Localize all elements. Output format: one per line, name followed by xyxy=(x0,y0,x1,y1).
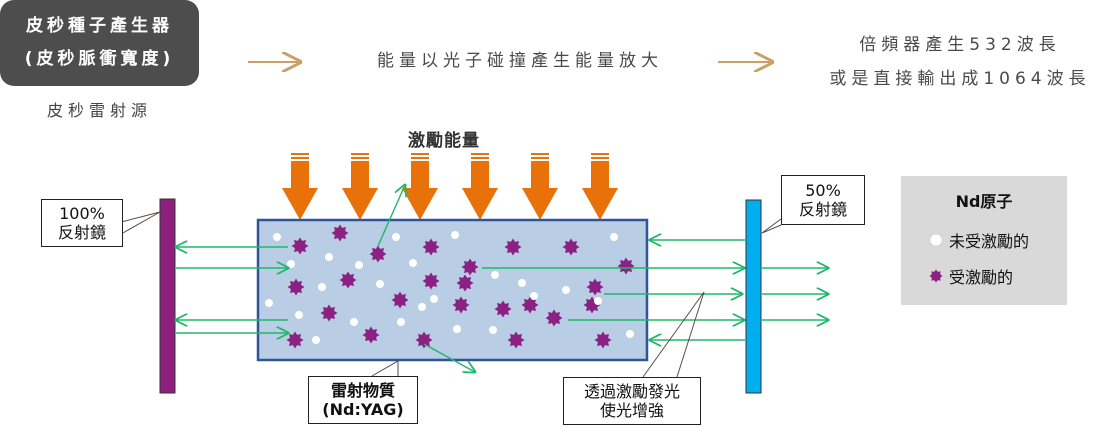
excited-atom xyxy=(562,238,580,256)
medium-name-label: 雷射物質 xyxy=(330,381,395,400)
callout-leader-note xyxy=(642,291,705,378)
ground-atom xyxy=(355,261,363,269)
ground-atom xyxy=(325,253,333,261)
legend-label-excited: 受激勵的 xyxy=(949,268,1014,287)
ground-atom xyxy=(397,318,405,326)
legend-label-ground: 未受激勵的 xyxy=(949,232,1030,251)
amplify-line2: 使光增強 xyxy=(599,401,664,420)
pump-arrows xyxy=(282,153,618,220)
excited-atom xyxy=(286,331,304,349)
excited-atom xyxy=(504,238,522,256)
ground-atom xyxy=(489,326,497,334)
medium-callout: 雷射物質 (Nd:YAG) xyxy=(308,376,418,424)
excited-atom xyxy=(339,271,357,289)
ground-atom xyxy=(562,286,570,294)
mirror-50-name-label: 反射鏡 xyxy=(798,200,847,219)
photon-arrow xyxy=(423,343,475,372)
ground-atom xyxy=(430,295,438,303)
ground-atom xyxy=(626,330,634,338)
output-step-line2: 或是直接輸出成1064波長 xyxy=(829,69,1091,89)
seed-generator-box: 皮秒種子產生器 (皮秒脈衝寬度) xyxy=(0,0,199,86)
mirror-50-callout: 50% 反射鏡 xyxy=(781,175,865,225)
excited-atom xyxy=(461,258,479,276)
excited-atom xyxy=(422,238,440,256)
ground-atom xyxy=(594,297,602,305)
seed-generator-subtitle: (皮秒脈衝寬度) xyxy=(24,49,175,69)
excited-atom xyxy=(369,245,387,263)
white-dot-icon xyxy=(930,234,942,246)
purple-star-icon xyxy=(929,269,943,283)
excited-atom xyxy=(331,224,349,242)
ground-atom xyxy=(409,259,417,267)
excited-atom xyxy=(320,304,338,322)
mirror-100-callout: 100% 反射鏡 xyxy=(41,199,123,247)
excited-atom xyxy=(391,291,409,309)
output-step: 倍頻器產生532波長 或是直接輸出成1064波長 xyxy=(810,28,1104,96)
mirror-100-name-label: 反射鏡 xyxy=(57,223,106,242)
ground-atom xyxy=(265,299,273,307)
medium-material-label: (Nd:YAG) xyxy=(322,400,404,419)
legend: Nd原子 未受激勵的 受激勵的 xyxy=(901,176,1067,305)
photon-arrow xyxy=(377,185,405,247)
excited-atom xyxy=(586,278,604,296)
callout-leader-50 xyxy=(761,218,782,234)
excited-atom xyxy=(291,237,309,255)
amplification-step: 能量以光子碰撞產生能量放大 xyxy=(377,51,663,71)
excited-atom xyxy=(456,274,474,292)
ground-atom xyxy=(610,233,618,241)
excited-atom xyxy=(452,296,470,314)
excited-atom xyxy=(362,326,380,344)
ground-atom xyxy=(453,325,461,333)
photon-arrows xyxy=(176,185,828,372)
ground-atom xyxy=(392,233,400,241)
excited-atom xyxy=(545,309,563,327)
legend-item-excited: 受激勵的 xyxy=(929,264,1013,288)
pump-arrow xyxy=(462,153,498,220)
excited-atom xyxy=(287,278,305,296)
mirror-50-percent xyxy=(745,199,762,394)
excited-atom xyxy=(617,257,635,275)
callout-leader-medium xyxy=(371,360,399,377)
ground-atom xyxy=(376,280,384,288)
mirror-50-percent-label: 50% xyxy=(805,181,841,200)
mirror-100-percent xyxy=(159,198,176,394)
excited-atom xyxy=(422,272,440,290)
ground-atom xyxy=(273,233,281,241)
pump-arrow xyxy=(282,153,318,220)
excited-atom xyxy=(507,331,525,349)
legend-title: Nd原子 xyxy=(955,192,1013,211)
amplify-callout: 透過激勵發光 使光增強 xyxy=(563,377,701,425)
excited-atom xyxy=(521,296,539,314)
ground-atom xyxy=(312,336,320,344)
output-step-line1: 倍頻器產生532波長 xyxy=(859,35,1061,55)
excited-atom xyxy=(415,331,433,349)
ground-atom xyxy=(350,318,358,326)
ground-atom xyxy=(318,283,326,291)
seed-generator-title: 皮秒種子產生器 xyxy=(26,16,173,36)
amplify-line1: 透過激勵發光 xyxy=(583,382,680,401)
atoms xyxy=(265,224,635,349)
pump-energy-label: 激勵能量 xyxy=(408,131,480,151)
ground-atom xyxy=(491,271,499,279)
ground-atom xyxy=(295,311,303,319)
ground-atom xyxy=(530,292,538,300)
ground-atom xyxy=(287,260,295,268)
pump-arrow xyxy=(582,153,618,220)
ground-atom xyxy=(418,303,426,311)
pump-arrow xyxy=(402,153,438,220)
mirror-100-percent-label: 100% xyxy=(59,204,105,223)
legend-item-ground: 未受激勵的 xyxy=(929,228,1029,252)
ground-atom xyxy=(451,231,459,239)
seed-caption: 皮秒雷射源 xyxy=(46,101,152,120)
pump-arrow xyxy=(342,153,378,220)
callout-leader-100 xyxy=(120,211,161,235)
excited-atom xyxy=(594,331,612,349)
pump-arrow xyxy=(522,153,558,220)
excited-atom xyxy=(494,300,512,318)
ground-atom xyxy=(518,279,526,287)
